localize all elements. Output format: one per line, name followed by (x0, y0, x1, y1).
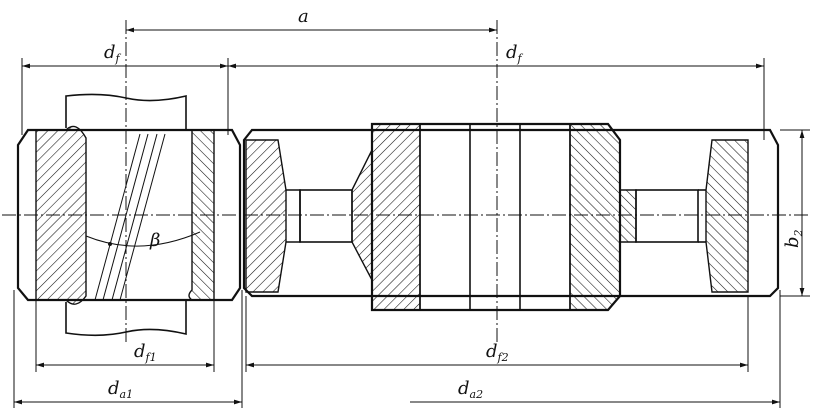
dimension-df2: df2 (245, 296, 749, 372)
gear2-left-rim (245, 139, 287, 293)
pinion-left-section (35, 125, 87, 305)
dimension-df1: df1 (35, 300, 215, 372)
gear2-right-rim (705, 139, 749, 293)
dimension-d1-top: df (21, 42, 229, 135)
gear2-left-hub (351, 123, 421, 311)
helix-angle-label: β (149, 230, 160, 251)
pinion-right-section (188, 129, 215, 301)
pitch-diameter-1-label: df (104, 42, 122, 65)
dimension-da2: da2 (410, 290, 781, 408)
root-diameter-1-label: df1 (134, 341, 157, 364)
dimension-d2-top: df (228, 42, 765, 140)
pinion: β (16, 93, 242, 337)
dimension-b2: b2 (780, 129, 810, 297)
pitch-diameter-2-label: df (506, 42, 524, 65)
root-diameter-2-label: df2 (486, 341, 509, 364)
gear2-right-hub (569, 123, 637, 311)
dimension-a: a (126, 6, 497, 33)
dimension-da1: da1 (13, 290, 243, 408)
tip-diameter-2-label: da2 (458, 378, 483, 401)
center-distance-label: a (298, 6, 309, 27)
helix-angle-arc (85, 231, 201, 247)
gear-2 (242, 122, 780, 312)
tip-diameter-1-label: da1 (108, 378, 133, 401)
helix-tooth-lines (94, 133, 166, 301)
face-width-label: b2 (782, 229, 805, 248)
